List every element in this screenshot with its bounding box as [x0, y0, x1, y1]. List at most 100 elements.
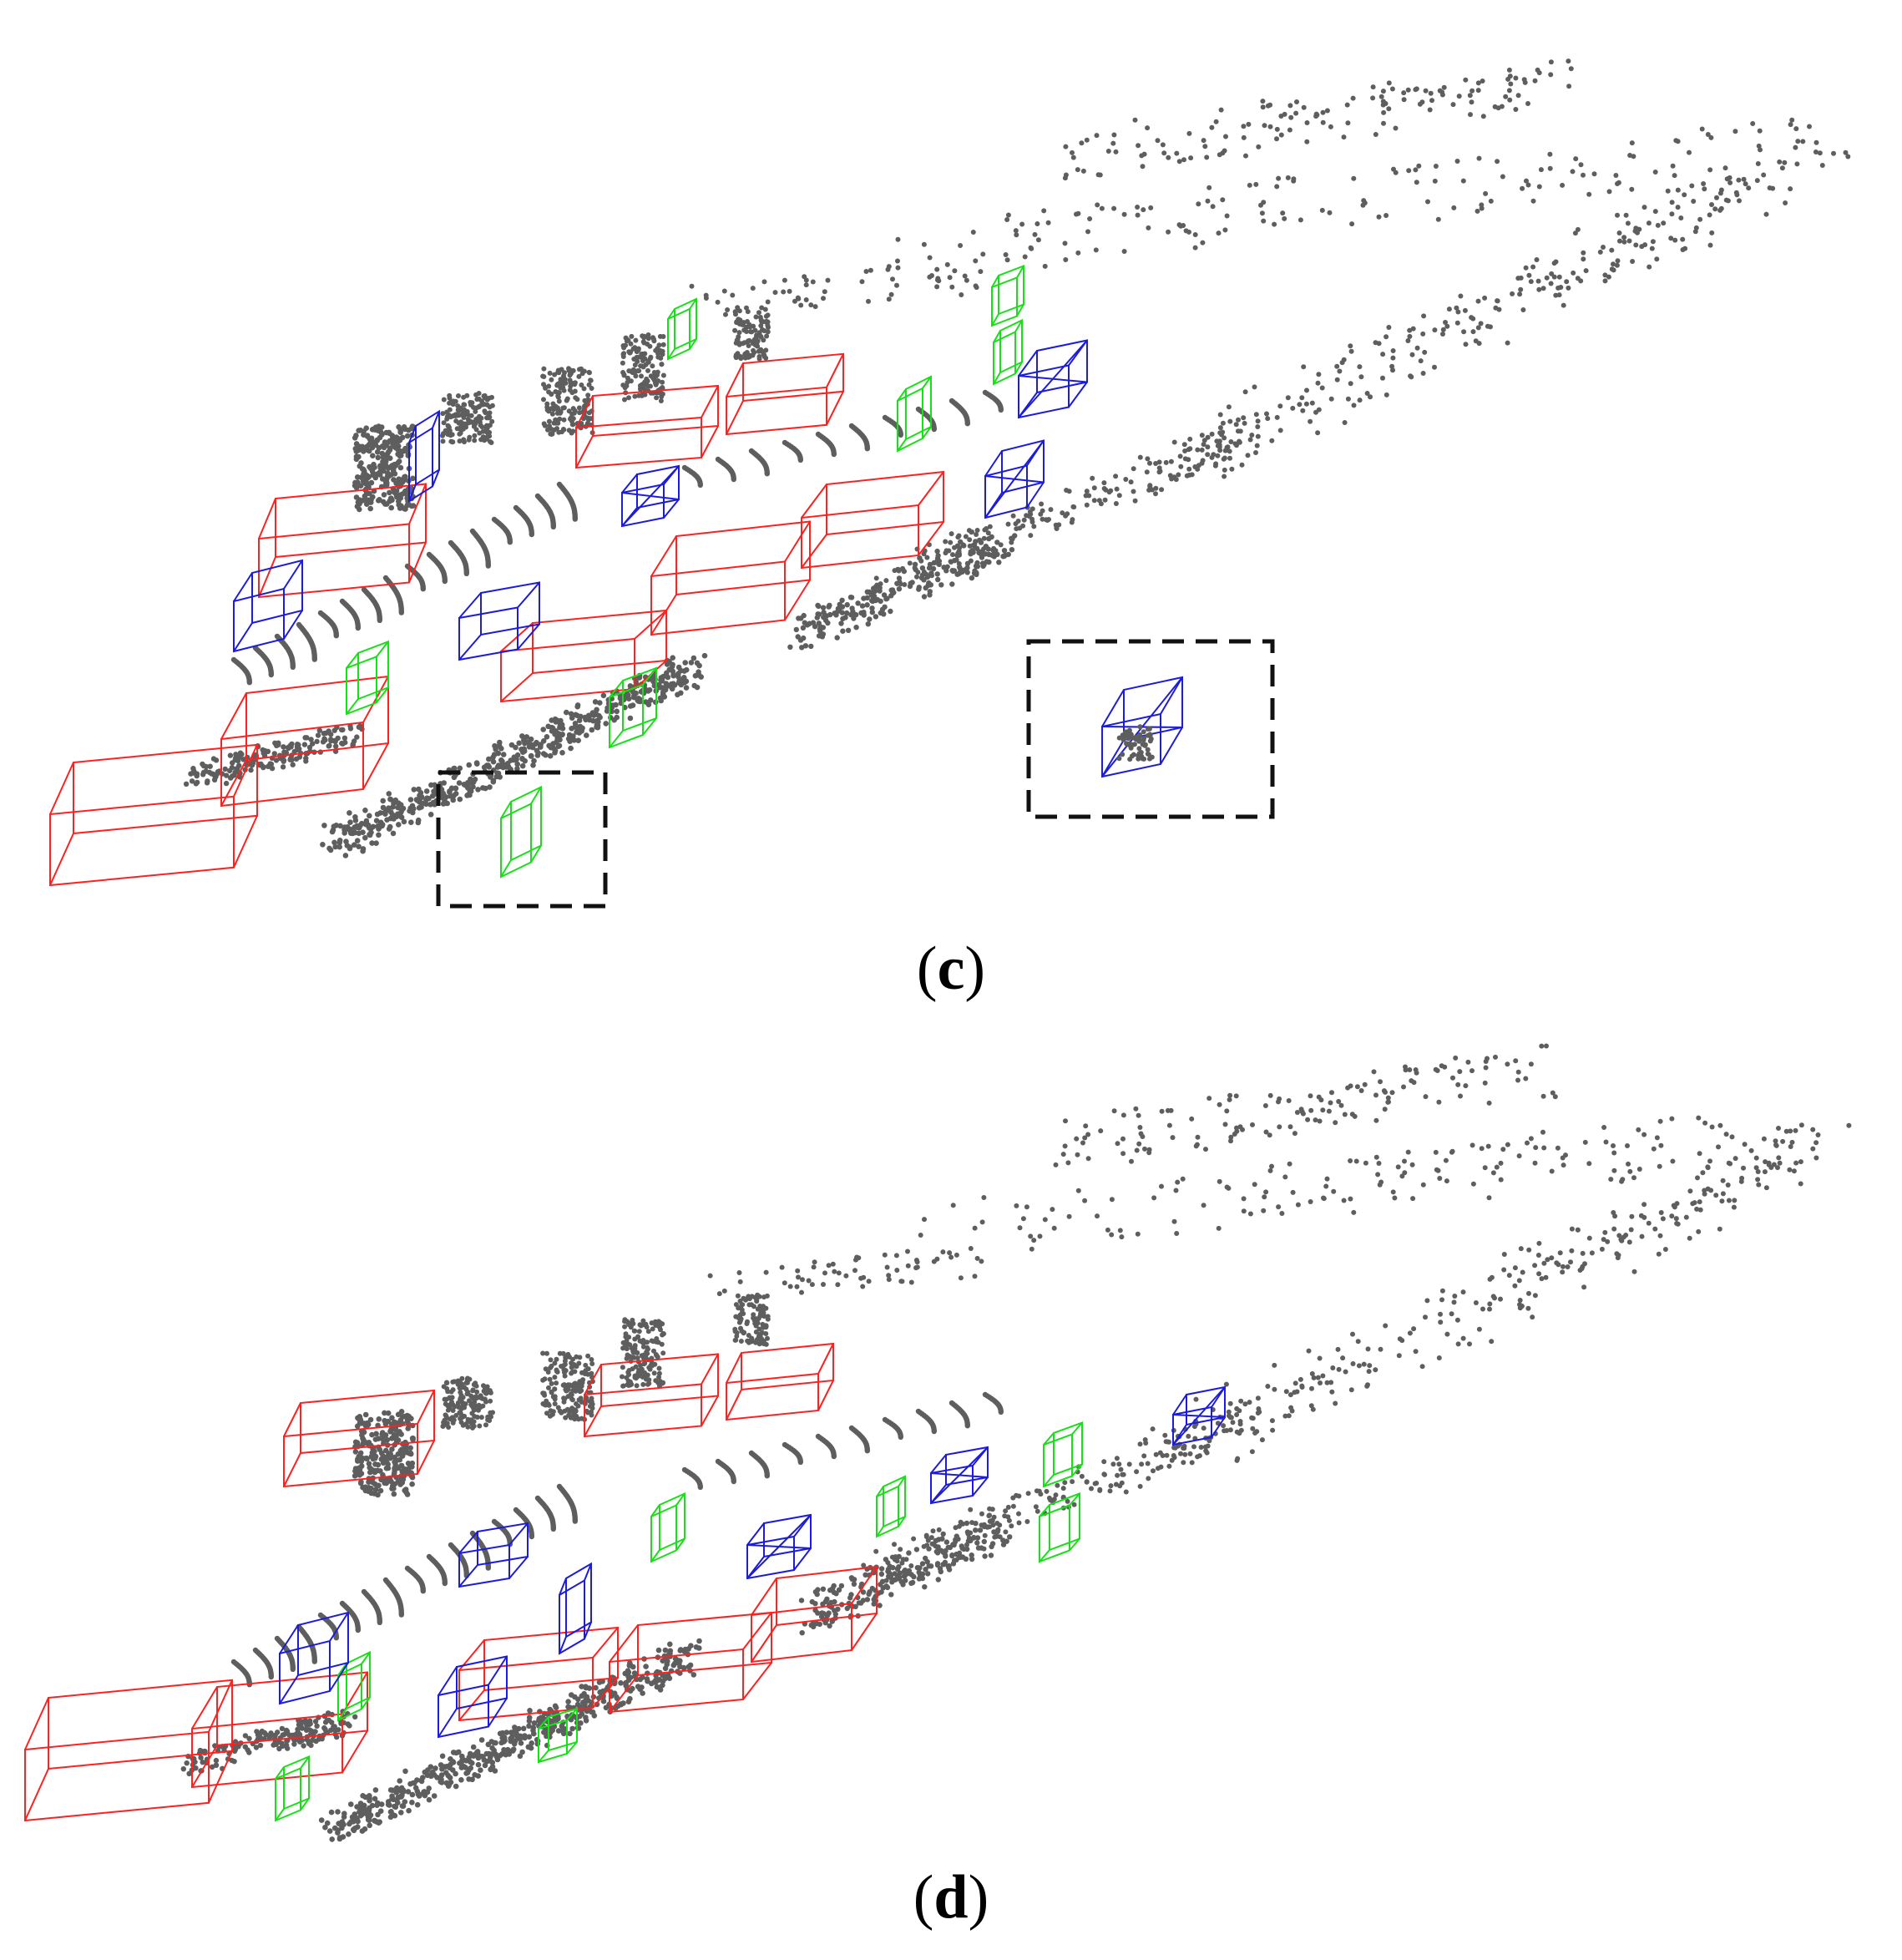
mid-sidewalk-points [787, 533, 1018, 651]
wall-segment-cluster [732, 1292, 771, 1347]
scan-ring-arc [882, 414, 904, 438]
far-mid-points [689, 261, 984, 317]
cyclist-box [458, 1522, 529, 1588]
point-cloud-scene-d [24, 1043, 1852, 1842]
right-curb-points [1142, 1126, 1819, 1466]
scan-ring-arc [715, 456, 736, 483]
scan-ring-arc [339, 598, 361, 631]
scan-ring-arc [296, 621, 317, 662]
scan-ring-arc [230, 656, 252, 686]
highlight-region-near [436, 770, 608, 909]
cyclist-box [1172, 1385, 1226, 1446]
scan-ring-arc [274, 633, 296, 670]
wall-segment-cluster [440, 1375, 495, 1431]
near-sidewalk-points [320, 652, 708, 858]
far-road-points [1053, 1043, 1558, 1167]
scan-ring-arc [915, 406, 938, 433]
pedestrian-box [346, 640, 389, 716]
scan-ring-arc [982, 1391, 1004, 1415]
pedestrian-box [609, 666, 657, 749]
scan-ring-arc [681, 464, 703, 488]
scan-ring-arc [915, 1408, 938, 1435]
wall-segment-cluster [540, 366, 595, 437]
wall-segment-cluster [620, 1317, 666, 1389]
cyclist-box [233, 559, 303, 653]
scan-ring-arc [513, 1507, 534, 1540]
scan-ring-arc [848, 423, 871, 452]
pedestrian-box [897, 375, 932, 453]
car-box [650, 520, 811, 636]
pedestrian-box [337, 1650, 371, 1722]
left-wall-cluster [352, 423, 417, 513]
panel-caption-c: (c) [916, 934, 986, 1003]
pedestrian-box [993, 318, 1023, 386]
car-box [726, 352, 844, 436]
scan-ring-arc [748, 1450, 770, 1479]
scan-ring-arc [426, 551, 448, 585]
scan-ring-arc [469, 528, 491, 569]
car-box [726, 1342, 834, 1421]
scan-ring-arc [982, 389, 1004, 413]
scan-ring-arc [681, 1466, 703, 1490]
scan-ring-arc [339, 1600, 361, 1633]
far-mid-points [707, 1246, 984, 1302]
scan-ring-arc [948, 1400, 971, 1429]
highlight-region-far [1026, 639, 1275, 819]
car-box [220, 675, 389, 808]
panel-letter-c: c [937, 934, 965, 1003]
cyclist-box [621, 464, 680, 528]
cyclist-box [1018, 339, 1088, 419]
car-box [258, 483, 427, 599]
right-sidewalk-points [861, 1401, 1260, 1583]
car-box [584, 1353, 719, 1438]
car-box [575, 384, 719, 469]
scan-ring-arc [513, 504, 534, 538]
scan-ring-arc [534, 1495, 556, 1532]
far-road-points [1062, 58, 1574, 181]
scan-ring-arc [274, 1635, 296, 1672]
scan-ring-arc [448, 539, 469, 576]
point-cloud-scene-c [49, 58, 1851, 909]
scan-ring-arc [556, 1483, 578, 1524]
cyclist-box [559, 1562, 592, 1655]
scan-ring-arc [404, 1565, 426, 1594]
scan-ring-arc [317, 1612, 339, 1641]
car-box [49, 743, 258, 887]
car-box [283, 1389, 435, 1488]
far-right-road-points [895, 117, 1851, 278]
pedestrian-box [538, 1707, 578, 1764]
scan-ring-arc [491, 1518, 513, 1547]
pedestrian-box [667, 297, 697, 361]
wall-segment-cluster [540, 1350, 595, 1422]
pedestrian-box [1043, 1421, 1083, 1488]
scan-ring-arc [534, 493, 556, 529]
near-left-points [180, 1709, 358, 1777]
panel-d [0, 985, 1902, 1960]
wall-segment-cluster [440, 391, 495, 445]
left-wall-cluster [352, 1409, 417, 1498]
pedestrian-box [500, 785, 542, 879]
scan-ring-arc [848, 1425, 871, 1454]
car-box [458, 1626, 619, 1722]
pedestrian-box [991, 265, 1024, 327]
scan-ring-arc [382, 575, 404, 615]
car-box [801, 470, 944, 570]
car-box [24, 1679, 233, 1822]
scan-ring-arc [748, 448, 770, 477]
scan-ring-arc [317, 610, 339, 639]
near-sidewalk-points [318, 1638, 702, 1842]
scan-ring-arc [426, 1553, 448, 1587]
cyclist-box [1101, 676, 1183, 778]
scan-ring-arc [491, 516, 513, 545]
car-box [500, 609, 667, 703]
cyclist-box [438, 1655, 508, 1739]
right-curb-points [1137, 147, 1819, 497]
car-box [751, 1565, 878, 1664]
scan-ring-arc [948, 398, 971, 427]
mid-sidewalk-points [798, 1517, 1013, 1636]
scan-ring-arc [252, 645, 274, 678]
scan-ring-arc [815, 431, 837, 458]
scan-ring-arc [715, 1458, 736, 1485]
pedestrian-box [275, 1755, 310, 1822]
cyclist-box [408, 409, 440, 503]
